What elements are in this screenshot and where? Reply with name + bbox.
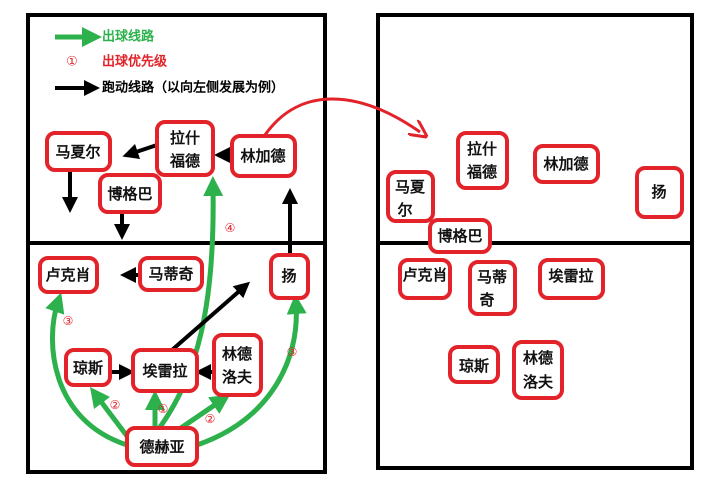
player-shaw-box bbox=[38, 256, 99, 294]
player-herrera: 埃雷拉 bbox=[131, 348, 199, 393]
player-rashford-label: 福德 bbox=[169, 152, 200, 170]
player-shaw-label: 卢克肖 bbox=[45, 266, 90, 284]
player-herrera-label: 埃雷拉 bbox=[142, 362, 187, 380]
player-shaw: 卢克肖 bbox=[38, 256, 99, 294]
right-player-lindelof-label: 林德 bbox=[523, 349, 553, 367]
right-player-herrera: 埃雷拉 bbox=[538, 258, 605, 300]
right-player-jones: 琼斯 bbox=[448, 345, 500, 384]
priority-3-left: ③ bbox=[63, 314, 74, 328]
right-player-matic-box bbox=[468, 260, 517, 316]
pass-route-young bbox=[196, 294, 307, 448]
legend-run-label: 跑动线路（以向左侧发展为例） bbox=[102, 80, 284, 96]
transition-arrow bbox=[263, 97, 420, 135]
right-player-shaw: 卢克肖 bbox=[398, 258, 452, 300]
right-player-martial-label: 马夏 bbox=[395, 178, 426, 196]
player-lindelof-label: 林德 bbox=[222, 345, 252, 363]
right-player-shaw-label: 卢克肖 bbox=[402, 266, 447, 284]
right-player-rashford-box bbox=[456, 131, 509, 190]
player-pogba: 博格巴 bbox=[98, 173, 162, 214]
priority-2-right: ② bbox=[205, 412, 216, 426]
right-player-pogba-box bbox=[428, 218, 492, 254]
right-player-martial: 马夏尔 bbox=[386, 170, 435, 223]
right-player-jones-box bbox=[448, 345, 500, 384]
player-degea-box bbox=[125, 426, 199, 467]
run-routes-arrow bbox=[122, 143, 158, 160]
right-player-matic: 马蒂奇 bbox=[468, 260, 517, 316]
player-lindelof-box bbox=[212, 333, 263, 397]
right-player-matic-label: 马蒂 bbox=[477, 268, 507, 286]
player-matic-box bbox=[138, 256, 204, 292]
pass-routes bbox=[45, 176, 307, 448]
run-routes-arrow bbox=[170, 281, 251, 352]
player-martial-label: 马夏尔 bbox=[55, 143, 100, 161]
right-player-herrera-label: 埃雷拉 bbox=[548, 267, 593, 285]
right-player-pogba-label: 博格巴 bbox=[437, 227, 482, 245]
right-player-martial-box bbox=[386, 170, 435, 223]
player-pogba-label: 博格巴 bbox=[107, 185, 152, 203]
right-player-lingard: 林加德 bbox=[533, 144, 600, 184]
right-player-rashford-label: 福德 bbox=[466, 163, 497, 181]
player-rashford-label: 拉什 bbox=[170, 129, 200, 147]
right-player-young-box bbox=[635, 166, 684, 219]
player-degea: 德赫亚 bbox=[125, 426, 199, 467]
player-martial-box bbox=[45, 131, 112, 172]
player-degea-label: 德赫亚 bbox=[139, 438, 184, 456]
priority-2-left: ② bbox=[110, 398, 121, 412]
player-pogba-box bbox=[98, 173, 162, 214]
player-herrera-box bbox=[131, 348, 199, 393]
player-young-label: 扬 bbox=[281, 267, 296, 285]
right-player-lindelof-box bbox=[512, 340, 564, 400]
right-player-pogba: 博格巴 bbox=[428, 218, 492, 254]
right-player-herrera-box bbox=[538, 258, 605, 300]
priority-1: ① bbox=[158, 402, 169, 416]
right-player-martial-label: 尔 bbox=[397, 201, 412, 219]
player-young: 扬 bbox=[269, 253, 310, 300]
right-player-lingard-label: 林加德 bbox=[543, 155, 588, 173]
player-lindelof-label: 洛夫 bbox=[222, 368, 253, 386]
player-lingard: 林加德 bbox=[230, 134, 297, 178]
player-jones-label: 琼斯 bbox=[73, 359, 103, 377]
right-player-young-label: 扬 bbox=[651, 183, 666, 201]
player-matic-label: 马蒂奇 bbox=[148, 265, 193, 283]
right-player-lingard-box bbox=[533, 144, 600, 184]
player-lingard-box bbox=[230, 134, 297, 178]
player-matic: 马蒂奇 bbox=[138, 256, 204, 292]
right-player-rashford-label: 拉什 bbox=[467, 140, 497, 158]
priority-4: ④ bbox=[225, 221, 236, 235]
right-player-shaw-box bbox=[398, 258, 452, 300]
pass-route-shaw bbox=[45, 292, 128, 448]
player-martial: 马夏尔 bbox=[45, 131, 112, 172]
legend: 出球线路 ① 出球优先级 跑动线路（以向左侧发展为例） bbox=[55, 27, 284, 96]
right-player-matic-label: 奇 bbox=[479, 291, 494, 309]
priority-3-right: ③ bbox=[287, 345, 298, 359]
player-lingard-label: 林加德 bbox=[240, 147, 285, 165]
pass-route-rashford bbox=[148, 176, 224, 442]
player-rashford-box bbox=[155, 120, 215, 177]
right-player-jones-label: 琼斯 bbox=[459, 357, 489, 375]
legend-priority-symbol: ① bbox=[66, 55, 78, 70]
pass-route-jones bbox=[89, 387, 132, 442]
right-player-lindelof-label: 洛夫 bbox=[523, 373, 554, 391]
right-player-young: 扬 bbox=[635, 166, 684, 219]
legend-priority-label: 出球优先级 bbox=[102, 54, 168, 70]
player-young-box bbox=[269, 253, 310, 300]
legend-pass-label: 出球线路 bbox=[102, 29, 155, 45]
player-jones-box bbox=[64, 348, 112, 387]
player-jones: 琼斯 bbox=[64, 348, 112, 387]
